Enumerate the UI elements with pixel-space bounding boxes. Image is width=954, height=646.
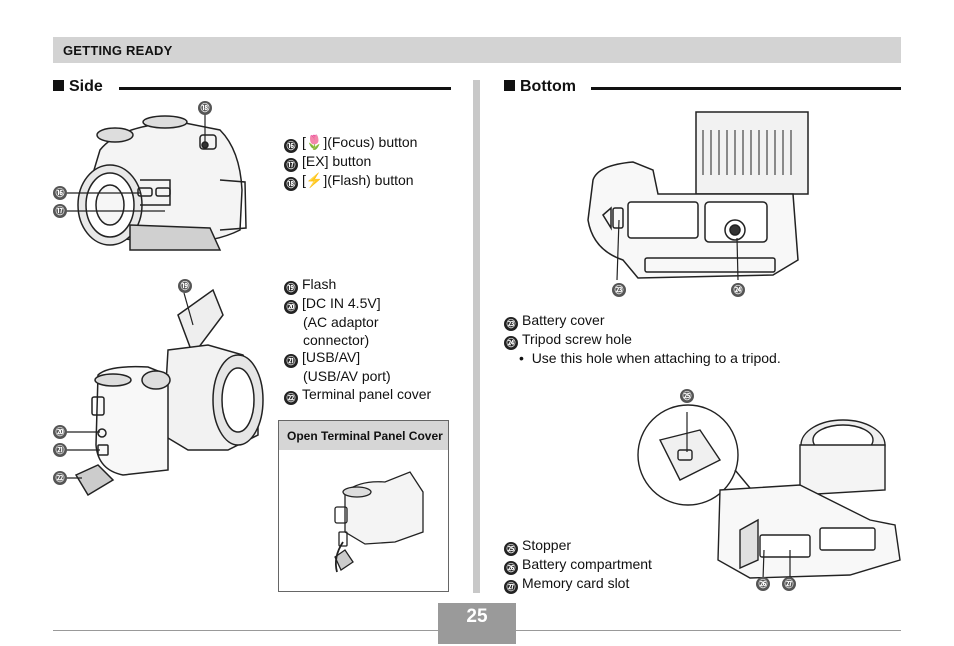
bottom-parts-list-1: ㉓ Battery cover ㉔ Tripod screw hole • Use … xyxy=(504,312,781,368)
camera-flash-open-illustration xyxy=(62,288,264,497)
list-item: ㉓ Battery cover xyxy=(504,312,781,331)
terminal-panel-title: Open Terminal Panel Cover xyxy=(287,429,443,443)
number-badge: ㉕ xyxy=(504,542,518,556)
number-badge: ㉔ xyxy=(504,336,518,350)
column-divider xyxy=(473,80,480,593)
bottom-section-title: Bottom xyxy=(504,78,576,96)
item-label-cont: (AC adaptor xyxy=(303,314,379,330)
callout-25: ㉕ xyxy=(680,389,694,403)
item-label: Battery compartment xyxy=(522,556,652,572)
item-label: [EX] button xyxy=(302,153,372,169)
bullet-text: Use this hole when attaching to a tripod… xyxy=(531,350,781,366)
number-badge: ㉗ xyxy=(504,580,518,594)
callout-19: ⑲ xyxy=(178,279,192,293)
page-number: 25 xyxy=(466,606,488,627)
bullet-note: • Use this hole when attaching to a trip… xyxy=(504,350,781,368)
section-header: GETTING READY xyxy=(63,43,173,58)
callout-23: ㉓ xyxy=(612,283,626,297)
item-label: Stopper xyxy=(522,537,572,553)
callout-20: ⑳ xyxy=(53,425,67,439)
number-badge: ㉖ xyxy=(504,561,518,575)
callout-22: ㉒ xyxy=(53,471,67,485)
callout-26: ㉖ xyxy=(756,577,770,591)
item-label-cont: (USB/AV port) xyxy=(303,368,391,384)
number-badge: ㉓ xyxy=(504,317,518,331)
item-label: [DC IN 4.5V] xyxy=(302,295,381,311)
list-item: ⑯ [🌷](Focus) button xyxy=(284,134,417,153)
list-item: ㉖ Battery compartment xyxy=(504,556,652,575)
side-title-text: Side xyxy=(69,78,103,95)
number-badge: ㉒ xyxy=(284,390,298,405)
side-parts-list-1: ⑯ [🌷](Focus) button ⑰ [EX] button ⑱ [⚡](Fla… xyxy=(284,134,417,191)
item-label: [USB/AV] xyxy=(302,349,361,365)
item-label: [🌷](Focus) button xyxy=(302,134,418,150)
list-item: ㉒ Terminal panel cover xyxy=(284,386,431,405)
bottom-title-text: Bottom xyxy=(520,78,576,95)
number-badge: ⑲ xyxy=(284,281,298,295)
header-bar xyxy=(53,37,901,63)
side-parts-list-2: ⑲ Flash ⑳ [DC IN 4.5V] (AC adaptor connect… xyxy=(284,276,431,405)
square-bullet-icon xyxy=(504,80,515,91)
bullet-dot-icon: • xyxy=(519,350,532,366)
number-badge: ⑰ xyxy=(284,158,298,172)
list-item: ⑲ Flash xyxy=(284,276,431,295)
camera-side-illustration xyxy=(64,108,247,251)
number-badge: ⑳ xyxy=(284,300,298,314)
item-label: Terminal panel cover xyxy=(302,385,432,402)
callout-18: ⑱ xyxy=(198,101,212,115)
list-item: ⑱ [⚡](Flash) button xyxy=(284,172,417,191)
square-bullet-icon xyxy=(53,80,64,91)
callout-16: ⑯ xyxy=(53,186,67,200)
list-item: ㉔ Tripod screw hole xyxy=(504,331,781,350)
terminal-panel-header xyxy=(279,421,448,450)
callout-24: ㉔ xyxy=(731,283,745,297)
item-label-cont: connector) xyxy=(303,331,370,348)
side-title-rule xyxy=(119,87,451,90)
item-label: Tripod screw hole xyxy=(522,331,632,347)
battery-compartment-illustration xyxy=(637,404,901,581)
terminal-panel-box xyxy=(278,420,449,592)
number-badge: ⑯ xyxy=(284,139,298,153)
list-item: ㉕ Stopper xyxy=(504,537,652,556)
list-item: ㉗ Memory card slot xyxy=(504,575,652,594)
bottom-title-rule xyxy=(591,87,901,90)
item-label: Battery cover xyxy=(522,312,605,328)
item-label: Memory card slot xyxy=(522,575,630,591)
number-badge: ⑱ xyxy=(284,177,298,191)
list-item: ⑳ [DC IN 4.5V] xyxy=(284,295,431,314)
callout-21: ㉑ xyxy=(53,443,67,457)
camera-bottom-illustration xyxy=(587,111,809,281)
callout-27: ㉗ xyxy=(782,577,796,591)
item-label: [⚡](Flash) button xyxy=(302,172,414,188)
callout-17: ⑰ xyxy=(53,204,67,218)
number-badge: ㉑ xyxy=(284,354,298,368)
bottom-parts-list-2: ㉕ Stopper ㉖ Battery compartment ㉗ Memory ca… xyxy=(504,537,652,594)
page-number-box xyxy=(438,603,516,631)
side-section-title: Side xyxy=(53,78,103,96)
page-number-box-lower xyxy=(438,631,516,644)
terminal-panel-illustration xyxy=(334,471,424,573)
list-item: ㉑ [USB/AV] xyxy=(284,349,431,368)
item-label: Flash xyxy=(302,276,337,292)
list-item: ⑰ [EX] button xyxy=(284,153,417,172)
